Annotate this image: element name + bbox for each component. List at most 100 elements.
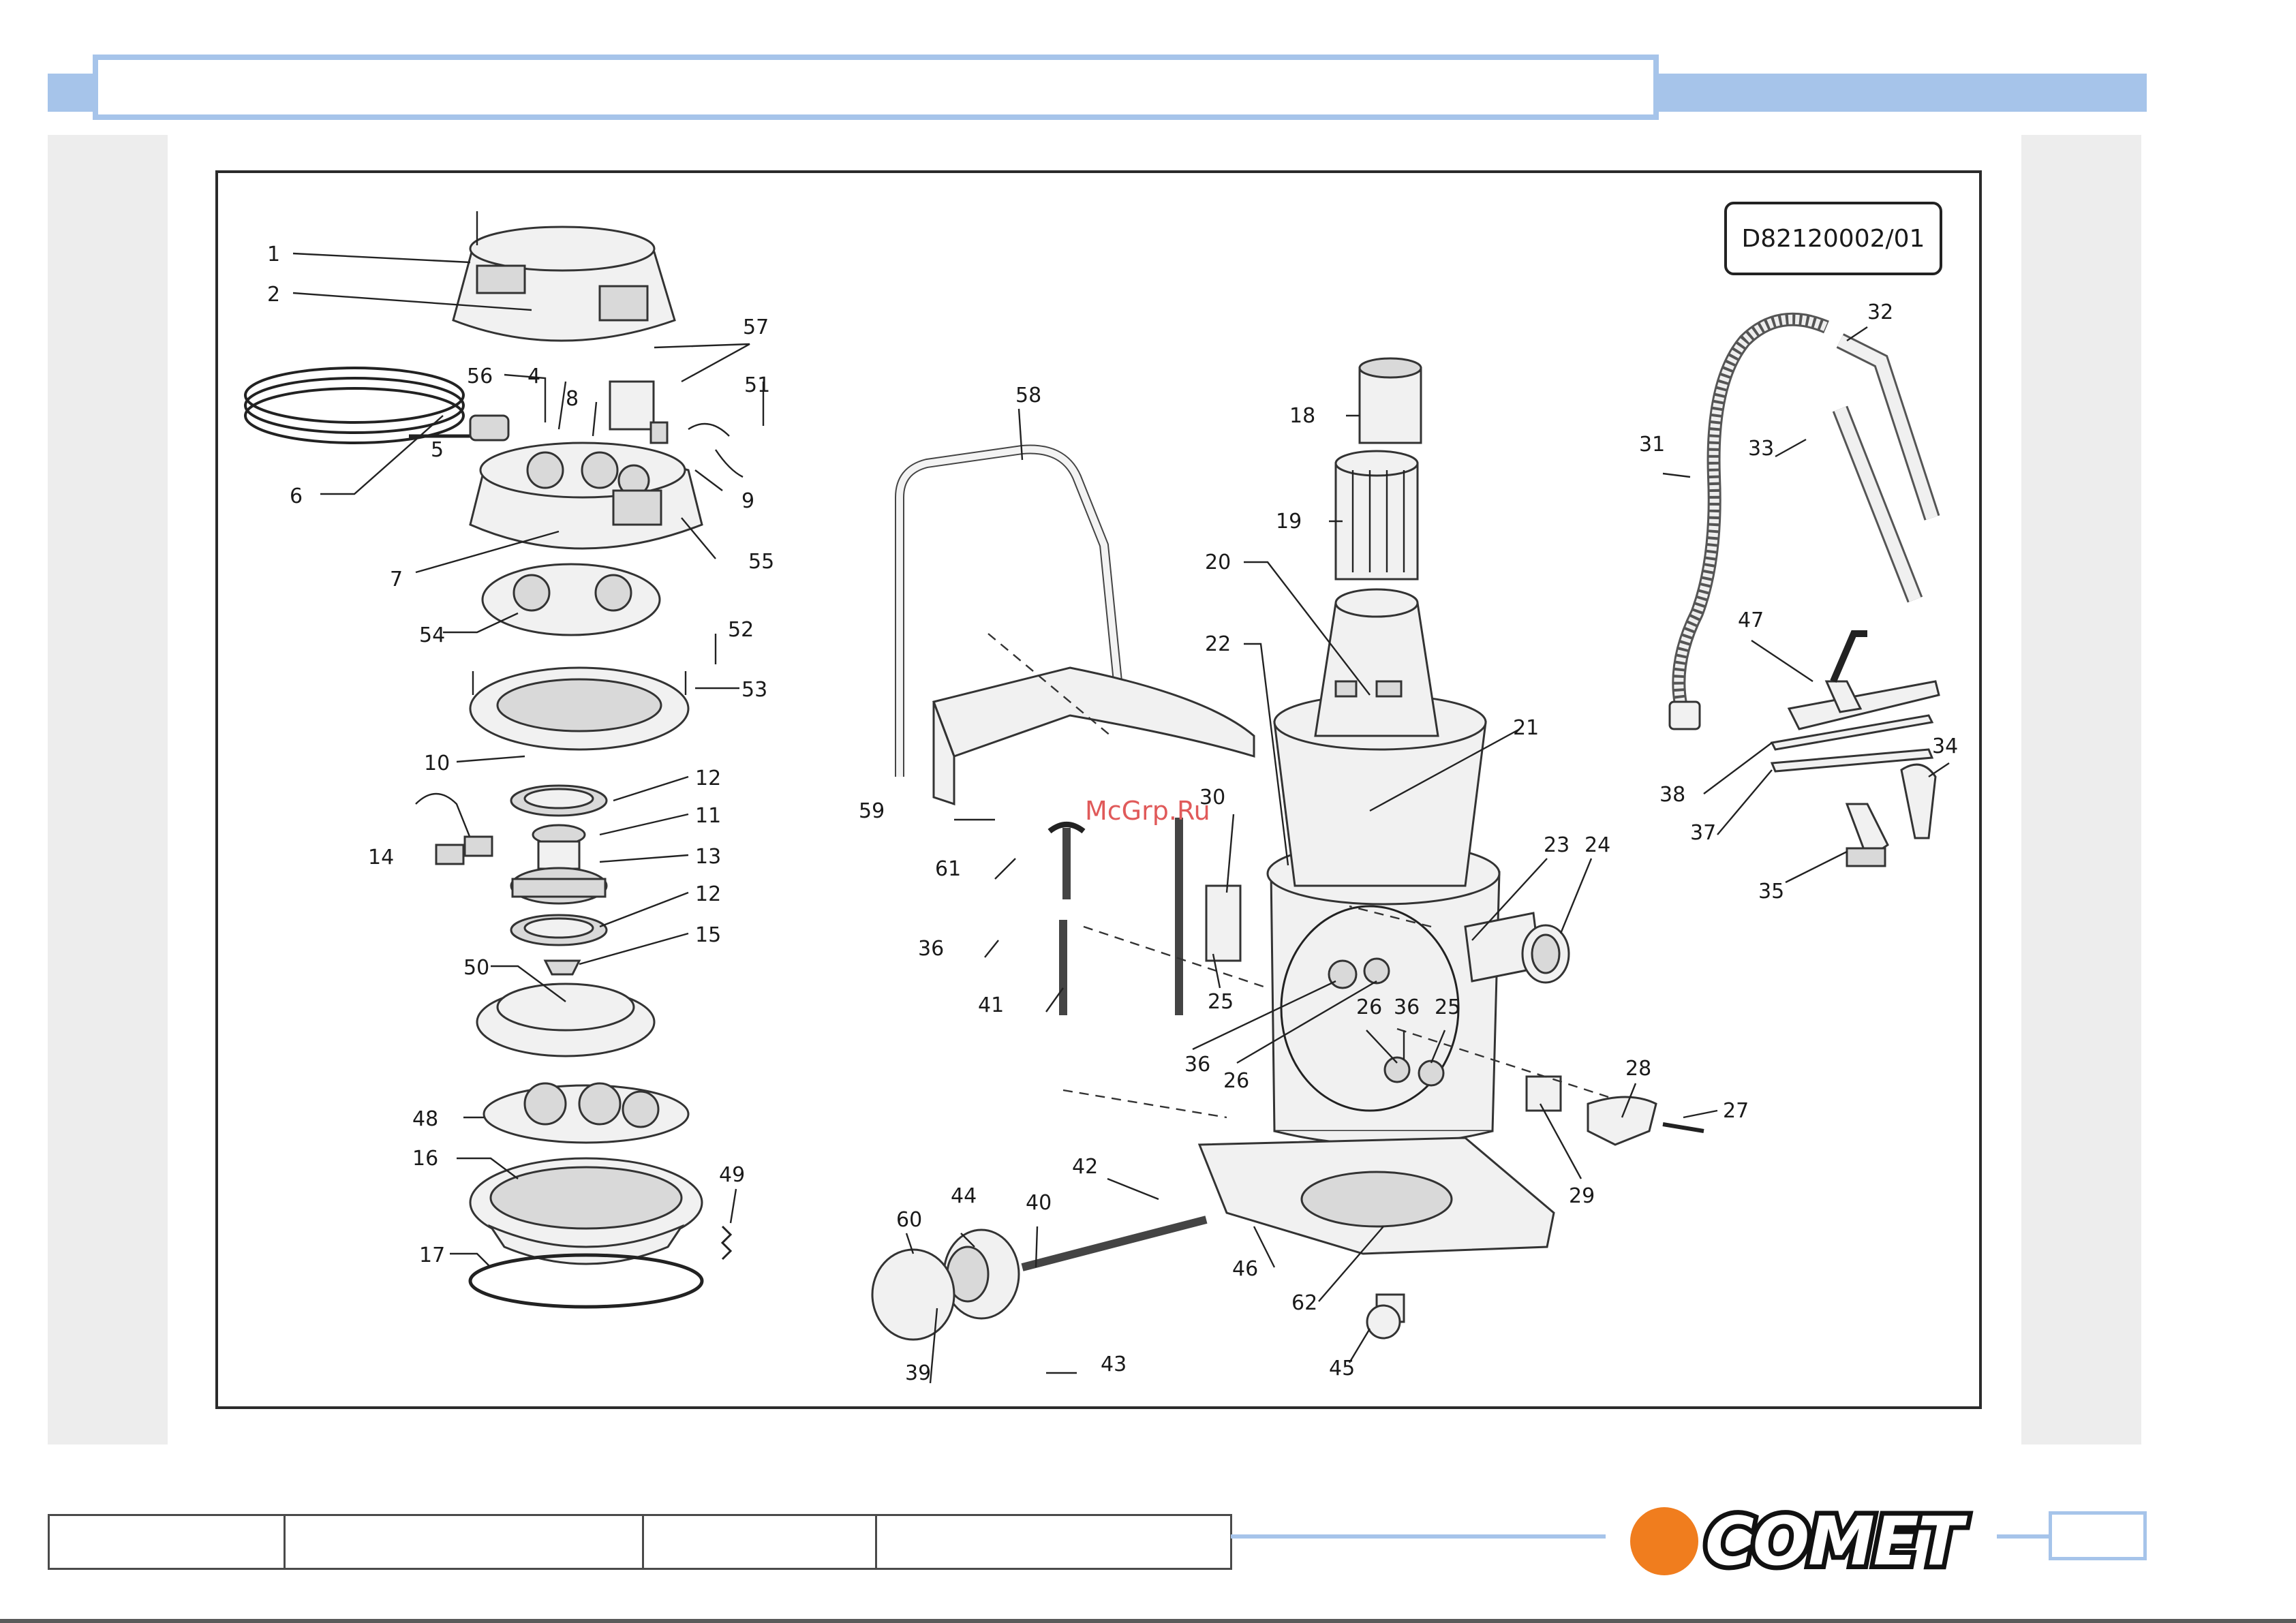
callout-5: 5 bbox=[431, 438, 444, 462]
callout-25-right: 25 bbox=[1435, 995, 1460, 1019]
part-head-cover bbox=[453, 211, 675, 341]
part-brush-tool bbox=[1847, 804, 1888, 866]
logo-orange-dot-icon bbox=[1630, 1507, 1698, 1575]
callout-55: 55 bbox=[748, 550, 774, 574]
callout-14: 14 bbox=[368, 846, 394, 869]
part-spring-clip bbox=[722, 1226, 731, 1259]
callout-29: 29 bbox=[1569, 1184, 1595, 1208]
callout-23: 23 bbox=[1544, 833, 1570, 857]
part-trolley-base bbox=[1199, 1138, 1554, 1254]
callout-58: 58 bbox=[1015, 384, 1041, 407]
callout-26-right: 26 bbox=[1356, 995, 1382, 1019]
callout-36-mid: 36 bbox=[1184, 1053, 1210, 1077]
part-trolley-handle bbox=[900, 450, 1254, 805]
part-head-base bbox=[470, 1158, 702, 1264]
part-tilt-bracket bbox=[1527, 1077, 1704, 1145]
part-filter-cage bbox=[1315, 589, 1438, 736]
part-motor-plate bbox=[484, 1083, 688, 1143]
callout-21: 21 bbox=[1513, 716, 1539, 740]
callout-4: 4 bbox=[527, 365, 540, 388]
callout-9: 9 bbox=[741, 489, 754, 513]
callout-53: 53 bbox=[741, 678, 767, 702]
footer-rule-left bbox=[1231, 1534, 1606, 1539]
callout-26-mid: 26 bbox=[1223, 1069, 1249, 1093]
callout-61: 61 bbox=[935, 857, 961, 881]
footer-cell-4 bbox=[877, 1516, 1230, 1568]
callout-18: 18 bbox=[1289, 404, 1315, 428]
callout-35: 35 bbox=[1758, 880, 1784, 903]
part-filter-basket bbox=[1336, 451, 1418, 579]
callout-19: 19 bbox=[1276, 510, 1302, 534]
bottom-edge-strip bbox=[0, 1619, 2296, 1623]
callout-62: 62 bbox=[1291, 1291, 1317, 1315]
callout-52: 52 bbox=[728, 618, 754, 642]
part-filter-plate bbox=[483, 564, 660, 635]
part-gasket-lower bbox=[511, 915, 607, 974]
callout-34: 34 bbox=[1932, 735, 1958, 758]
part-foam-ring bbox=[477, 984, 654, 1056]
part-motor-housing bbox=[470, 443, 702, 548]
callout-16: 16 bbox=[412, 1147, 438, 1171]
callout-1: 1 bbox=[267, 243, 280, 266]
callout-12-upper: 12 bbox=[695, 767, 721, 790]
callout-42: 42 bbox=[1072, 1155, 1098, 1179]
callout-37: 37 bbox=[1690, 821, 1716, 845]
callout-28: 28 bbox=[1625, 1057, 1651, 1081]
part-hose-inlet bbox=[1465, 913, 1569, 983]
callout-7: 7 bbox=[390, 568, 403, 591]
callout-15: 15 bbox=[695, 923, 721, 947]
callout-59: 59 bbox=[859, 799, 885, 823]
callout-38: 38 bbox=[1659, 783, 1685, 807]
callout-51: 51 bbox=[744, 373, 770, 397]
callout-57: 57 bbox=[743, 315, 769, 339]
watermark-text: McGrp.Ru bbox=[1085, 796, 1210, 826]
part-axle bbox=[1022, 1220, 1206, 1267]
footer-cell-3 bbox=[644, 1516, 877, 1568]
part-wheels bbox=[872, 1230, 1019, 1340]
callout-60: 60 bbox=[896, 1208, 922, 1232]
callout-31: 31 bbox=[1639, 433, 1665, 457]
callout-24: 24 bbox=[1585, 833, 1610, 857]
comet-logo: COMET bbox=[1622, 1496, 1990, 1585]
callout-43: 43 bbox=[1101, 1352, 1127, 1376]
callout-49: 49 bbox=[719, 1163, 745, 1187]
callout-33: 33 bbox=[1748, 437, 1774, 461]
callout-47: 47 bbox=[1738, 608, 1764, 632]
callout-40: 40 bbox=[1026, 1191, 1052, 1215]
logo-wordmark: COMET bbox=[1705, 1503, 1968, 1581]
part-motor bbox=[511, 825, 607, 903]
part-handle-mount-bars bbox=[1050, 818, 1240, 1015]
callout-32: 32 bbox=[1867, 300, 1893, 324]
footer-cell-2 bbox=[286, 1516, 644, 1568]
callout-36-left: 36 bbox=[918, 937, 944, 961]
callout-11: 11 bbox=[695, 804, 721, 828]
callout-39: 39 bbox=[905, 1361, 931, 1385]
callout-44: 44 bbox=[951, 1184, 977, 1208]
callout-46: 46 bbox=[1232, 1257, 1258, 1281]
callout-20: 20 bbox=[1205, 551, 1231, 574]
part-suction-hose bbox=[1670, 320, 1826, 729]
callout-36-right: 36 bbox=[1394, 995, 1420, 1019]
drawing-code-label: D82120002/01 bbox=[1724, 202, 1942, 275]
part-carbon-brushes bbox=[416, 794, 492, 864]
callout-45: 45 bbox=[1329, 1357, 1355, 1380]
callout-8: 8 bbox=[566, 387, 579, 411]
callout-27: 27 bbox=[1723, 1099, 1749, 1123]
callout-56: 56 bbox=[467, 365, 493, 388]
callout-50: 50 bbox=[463, 956, 489, 980]
footer-rule-right bbox=[1997, 1534, 2049, 1539]
part-motor-base-ring bbox=[470, 668, 688, 749]
page-number-box bbox=[2049, 1511, 2147, 1560]
callout-12-lower: 12 bbox=[695, 882, 721, 906]
callout-6: 6 bbox=[290, 484, 303, 508]
callout-54: 54 bbox=[419, 623, 445, 647]
part-gasket-upper bbox=[511, 786, 607, 816]
footer-cell-1 bbox=[50, 1516, 286, 1568]
part-castor bbox=[1367, 1295, 1404, 1338]
callout-48: 48 bbox=[412, 1107, 438, 1131]
callout-13: 13 bbox=[695, 845, 721, 869]
callout-41: 41 bbox=[978, 993, 1004, 1017]
callout-10: 10 bbox=[424, 752, 450, 775]
callout-2: 2 bbox=[267, 283, 280, 307]
callout-22: 22 bbox=[1205, 632, 1231, 656]
